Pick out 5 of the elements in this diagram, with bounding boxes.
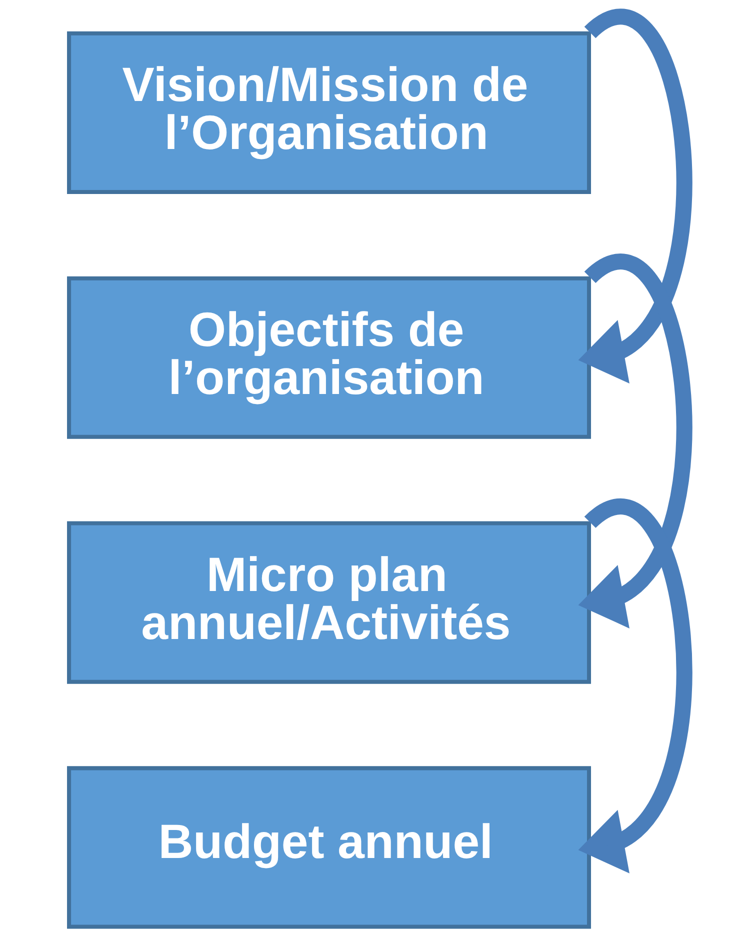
arrow [578,500,692,874]
node-box: Micro plan annuel/Activités [67,521,592,684]
node-box: Vision/Mission de l’Organisation [67,31,592,194]
node-box: Objectifs de l’organisation [67,276,592,439]
node-box: Budget annuel [67,766,592,929]
